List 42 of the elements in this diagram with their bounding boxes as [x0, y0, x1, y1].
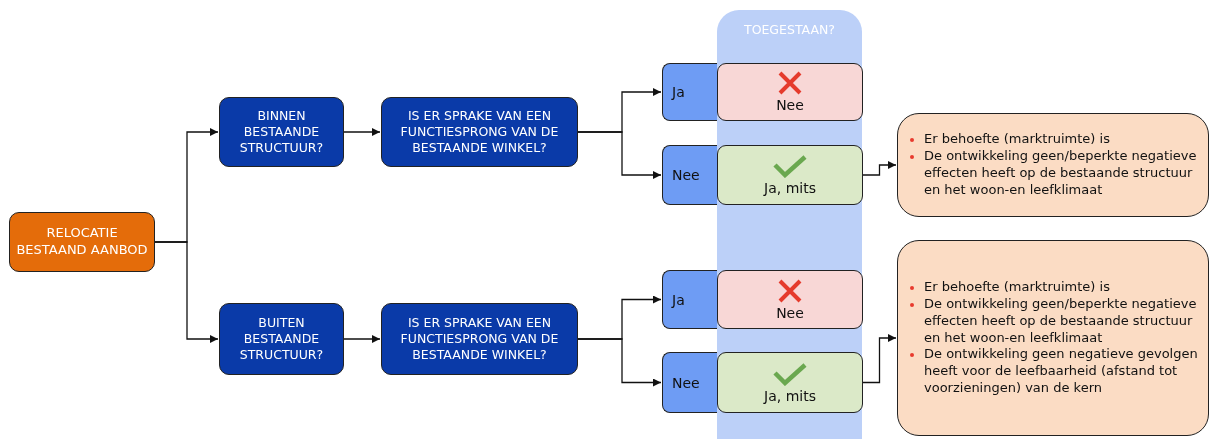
- node-label: Nee: [672, 374, 700, 391]
- node-label: Nee: [776, 97, 804, 113]
- node-label: Ja, mits: [764, 387, 816, 404]
- node-label: Nee: [672, 167, 700, 183]
- start-box: [9, 212, 155, 272]
- question-box: [219, 97, 344, 167]
- node-label: IS ER SPRAKE VAN EEN FUNCTIESPRONG VAN DE BESTAANDE WINKEL?: [399, 314, 560, 364]
- question-box: [381, 303, 578, 375]
- node-label: BINNEN BESTAANDE STRUCTUUR?: [238, 107, 325, 157]
- outcome-box: [717, 270, 863, 329]
- column-band: [717, 10, 862, 439]
- question-box: [381, 97, 578, 167]
- answer-tab: [662, 145, 717, 205]
- arrow: [862, 161, 897, 176]
- node-label: Ja: [672, 291, 685, 308]
- node-label: RELOCATIE BESTAAND AANBOD: [16, 225, 148, 259]
- answer-tab: [662, 352, 717, 413]
- node-label: Ja, mits: [764, 180, 816, 196]
- node-label: IS ER SPRAKE VAN EEN FUNCTIESPRONG VAN DE BESTAANDE WINKEL?: [399, 107, 560, 157]
- condition-text: Er behoefte (marktruimte) is: [924, 278, 1110, 296]
- condition-text: De ontwikkeling geen/beperkte negatieve effecten heeft op de bestaande structuur en het woon-en leefklimaat: [924, 148, 1198, 199]
- node-label: BUITEN BESTAANDE STRUCTUUR?: [238, 314, 325, 364]
- condition-text: De ontwikkeling geen/beperkte negatieve effecten heeft op de bestaande structuur en het woon-en leefklimaat: [924, 295, 1198, 347]
- arrow: [343, 128, 381, 136]
- condition-text: Er behoefte (marktruimte) is: [924, 131, 1110, 149]
- outcome-box: [717, 63, 863, 121]
- outcome-box: [717, 145, 863, 205]
- arrow: [862, 334, 897, 384]
- arrow: [577, 131, 662, 179]
- arrow: [577, 338, 662, 387]
- node-label: Nee: [776, 304, 804, 321]
- outcome-box: [717, 352, 863, 413]
- answer-tab: [662, 270, 717, 329]
- arrow: [154, 241, 219, 343]
- node-label: Ja: [672, 84, 685, 100]
- answer-tab: [662, 63, 717, 121]
- condition-text: De ontwikkeling geen negatieve gevolgen heeft voor de leefbaarheid (afstand tot voorzieningen) van de kern: [924, 346, 1198, 398]
- question-box: [219, 303, 344, 375]
- arrow: [343, 335, 381, 343]
- conditions-box: [897, 240, 1209, 436]
- column-heading: TOEGESTAAN?: [744, 22, 835, 37]
- conditions-box: [897, 113, 1209, 217]
